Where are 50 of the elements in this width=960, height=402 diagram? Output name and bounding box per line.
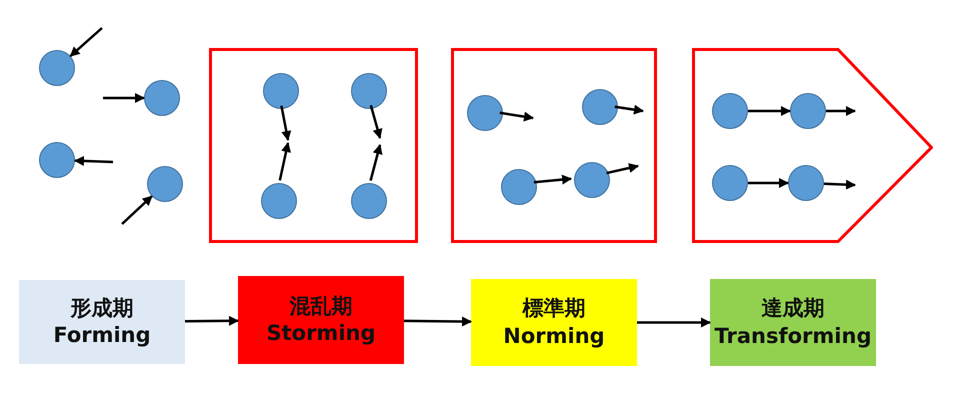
stage-name: 混乱期	[290, 294, 352, 318]
member-circle	[263, 73, 299, 109]
arrow	[404, 316, 472, 327]
member-circle	[574, 162, 610, 198]
stage-name: 標準期	[522, 297, 586, 320]
arrow	[370, 105, 382, 139]
stage-box	[471, 279, 637, 366]
arrow	[534, 174, 572, 185]
member-circle	[351, 183, 387, 219]
arrow	[614, 104, 644, 115]
stage-name: 形成期	[70, 296, 134, 320]
arrow	[748, 106, 791, 116]
arrow	[637, 318, 711, 328]
arrow	[185, 316, 239, 326]
member-circle	[39, 142, 75, 178]
arrow	[70, 27, 103, 57]
arrow	[826, 106, 856, 116]
stage-name: Storming	[266, 322, 376, 346]
frame-rectangle	[209, 48, 418, 243]
arrow	[824, 180, 856, 190]
member-circle	[144, 80, 180, 116]
member-circle	[712, 93, 748, 129]
stage-box	[19, 280, 185, 364]
member-circle	[261, 183, 297, 219]
arrow	[748, 178, 789, 188]
member-circle	[467, 95, 503, 131]
stage-name: Forming	[53, 324, 151, 348]
member-circle	[790, 93, 826, 129]
member-circle	[788, 165, 824, 201]
arrow	[121, 195, 153, 225]
arrow	[369, 144, 383, 181]
member-circle	[39, 50, 75, 86]
arrow	[74, 156, 114, 166]
stage-name: 達成期	[762, 297, 824, 320]
member-circle	[582, 89, 618, 125]
arrow	[278, 142, 291, 181]
stage-box	[238, 276, 404, 364]
arrow	[103, 93, 145, 103]
member-circle	[712, 165, 748, 201]
frame-rectangle	[451, 48, 657, 243]
stage-box	[710, 279, 876, 366]
member-circle	[147, 166, 183, 202]
member-circle	[351, 73, 387, 109]
stage-name: Norming	[503, 324, 605, 348]
stage-name: Transforming	[714, 324, 872, 348]
arrow	[606, 163, 639, 174]
arrow	[280, 105, 292, 141]
arrow	[500, 112, 534, 122]
member-circle	[501, 169, 537, 205]
frame-pentagon	[692, 48, 933, 243]
